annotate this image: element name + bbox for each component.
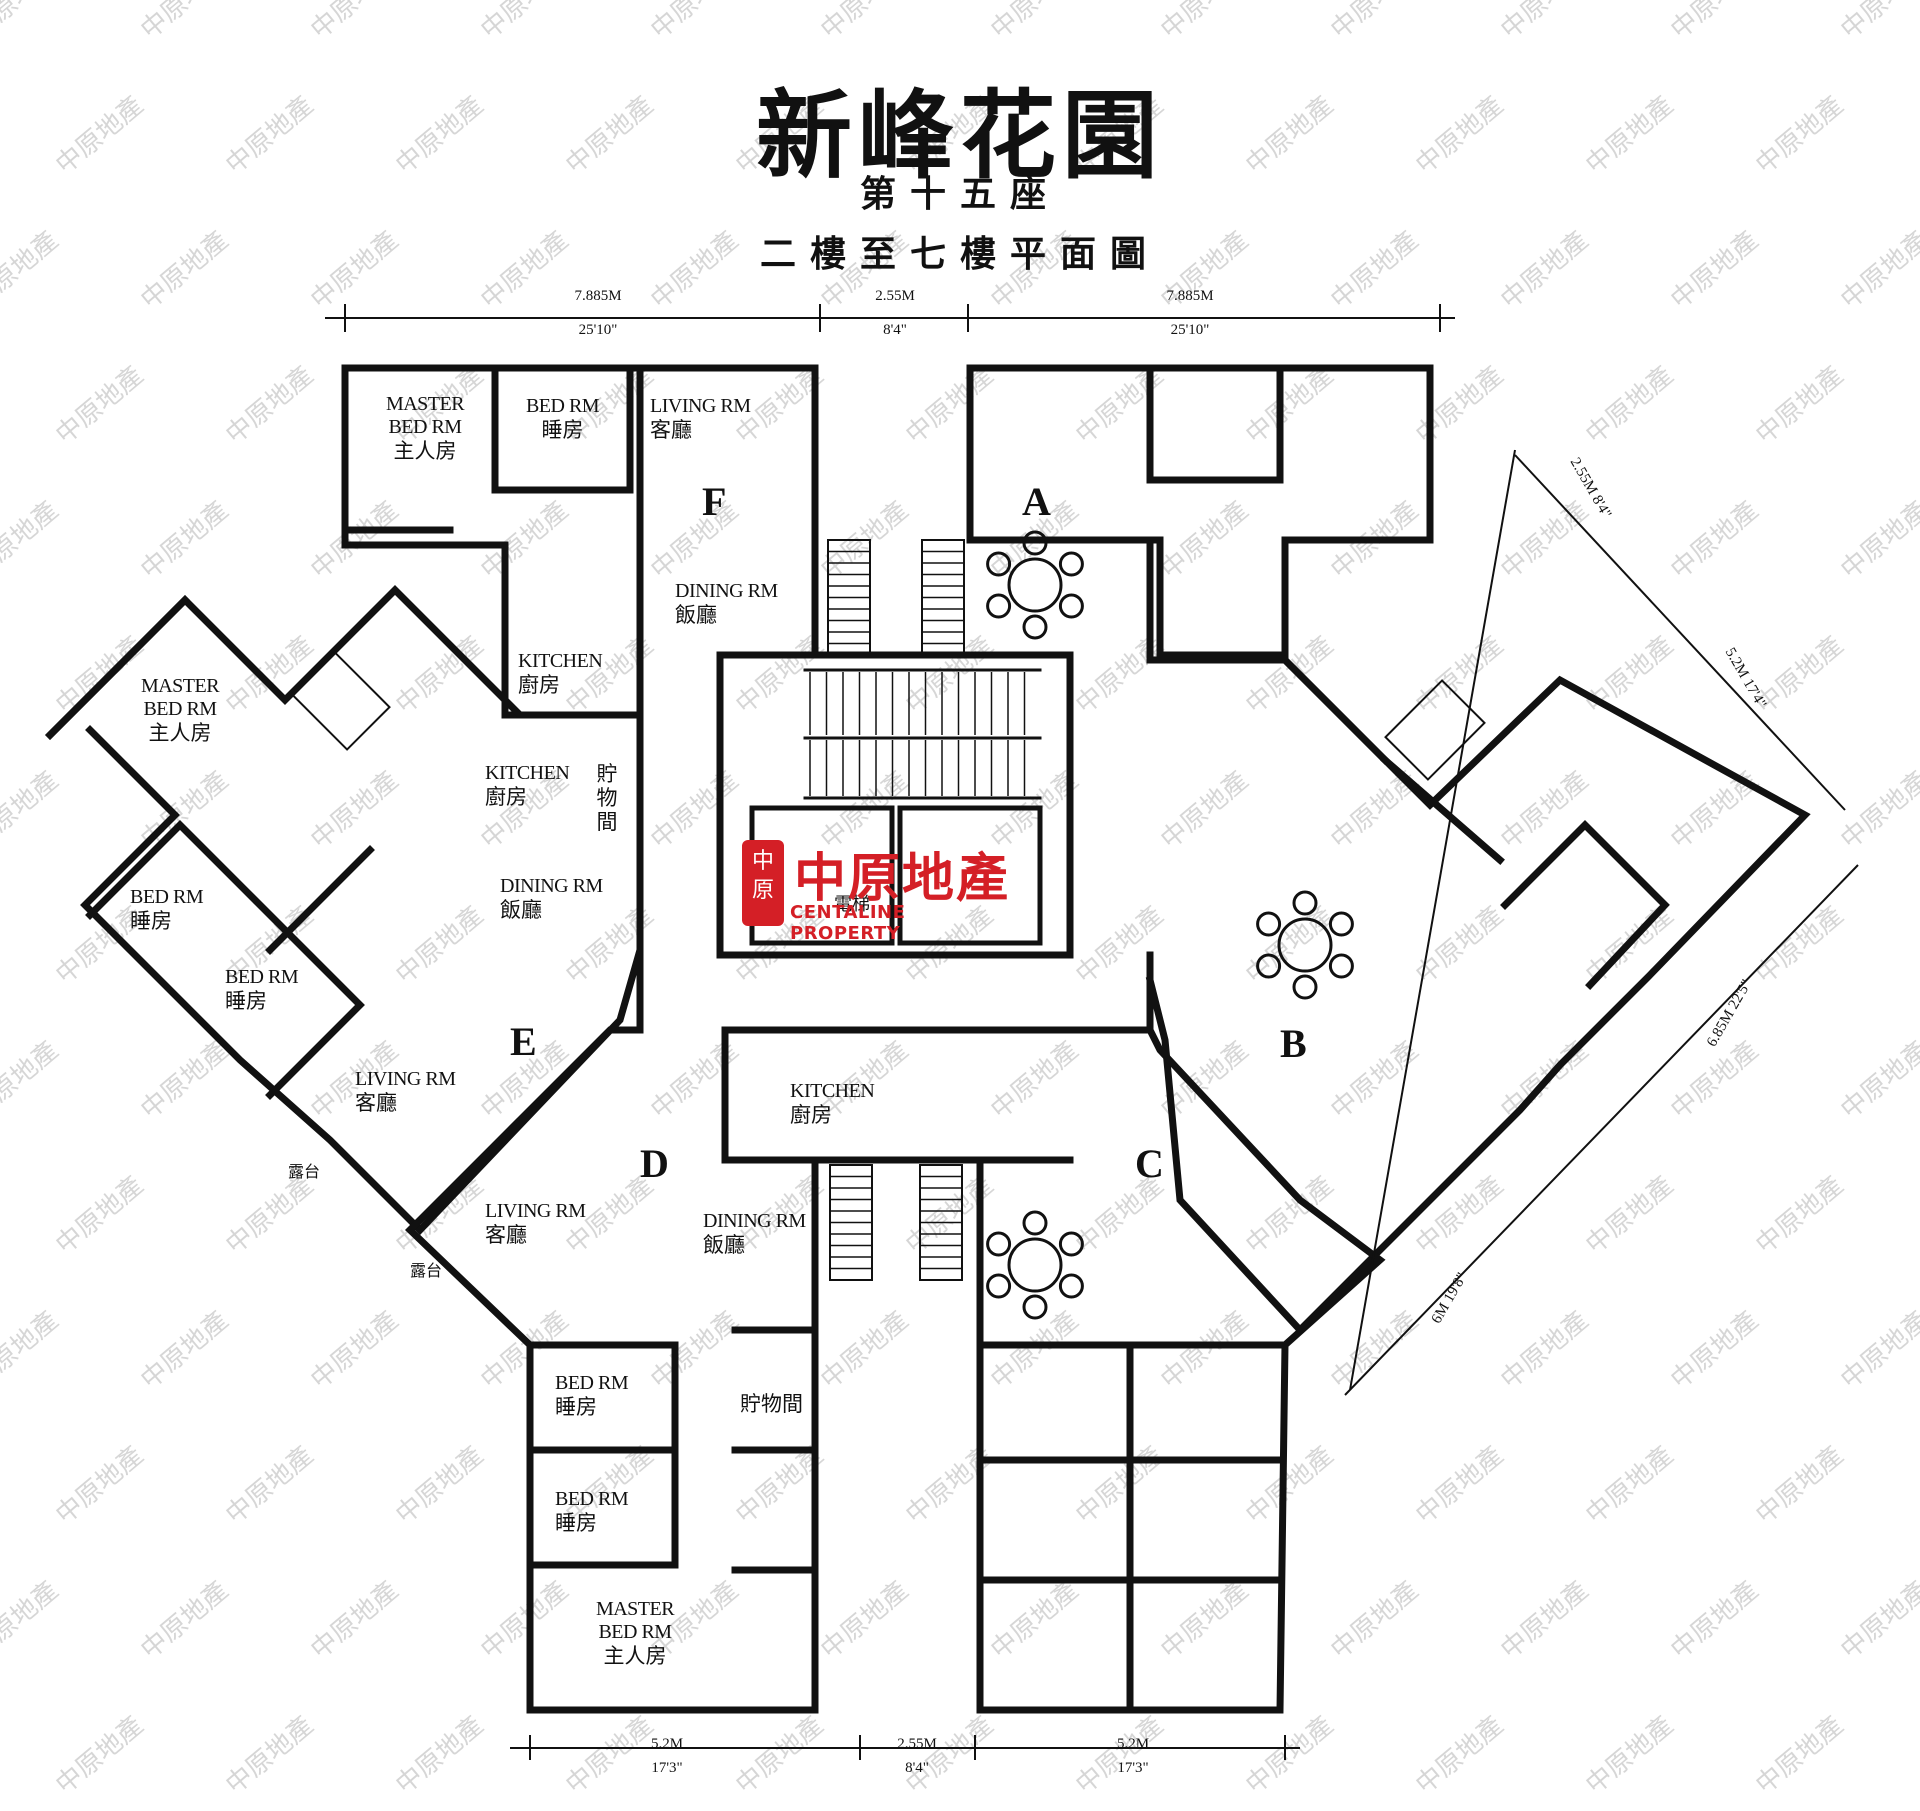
estate-title: 新峰花園: [756, 79, 1164, 192]
block-subtitle: 第十五座: [859, 173, 1060, 215]
unit-e-letter: E: [510, 1019, 537, 1064]
logo-english-name: CENTALINE PROPERTY: [790, 902, 906, 944]
lift-label: 電梯: [834, 894, 870, 915]
dim-top-mid-ft: 8'4": [883, 322, 907, 338]
dim-bottom-left-ft: 17'3": [651, 1760, 683, 1776]
dim-top-left-ft: 25'10": [578, 322, 618, 338]
centaline-logo: 中原 中原地產 CENTALINE PROPERTY: [742, 836, 1012, 944]
unit-d-letter: D: [640, 1141, 669, 1186]
logo-seal: 中原: [742, 840, 784, 926]
dim-top-right-ft: 25'10": [1170, 322, 1210, 338]
dim-bottom-mid-ft: 8'4": [905, 1760, 929, 1776]
room-e-balcony: 露台: [287, 1162, 320, 1181]
room-d-store: 貯物間: [740, 1392, 803, 1416]
dim-bottom-right-ft: 17'3": [1117, 1760, 1149, 1776]
unit-b-outline: [1145, 656, 1811, 1336]
logo-chinese-name: 中原地產: [794, 849, 1011, 909]
unit-a-letter: A: [1022, 479, 1051, 524]
dim-bottom-left-m: 5.2M: [650, 1736, 684, 1752]
core-outline: [716, 651, 1074, 959]
floor-range-subtitle: 二樓至七樓平面圖: [759, 233, 1160, 275]
dim-bottom-mid-m: 2.55M: [897, 1736, 937, 1752]
dim-top-mid-m: 2.55M: [875, 288, 915, 304]
unit-c-outline: [976, 1026, 1386, 1714]
room-d-balcony: 露台: [409, 1261, 442, 1280]
unit-f-letter: F: [702, 479, 727, 524]
dim-top-left-m: 7.885M: [574, 288, 622, 304]
room-e-store: 貯物間: [596, 762, 618, 835]
unit-c-letter: C: [1135, 1141, 1164, 1186]
unit-a-outline: [966, 364, 1434, 659]
dim-top-right-m: 7.885M: [1166, 288, 1214, 304]
unit-b-letter: B: [1280, 1021, 1307, 1066]
unit-e-outline: [45, 585, 644, 1236]
dim-bottom-right-m: 5.2M: [1116, 1736, 1150, 1752]
